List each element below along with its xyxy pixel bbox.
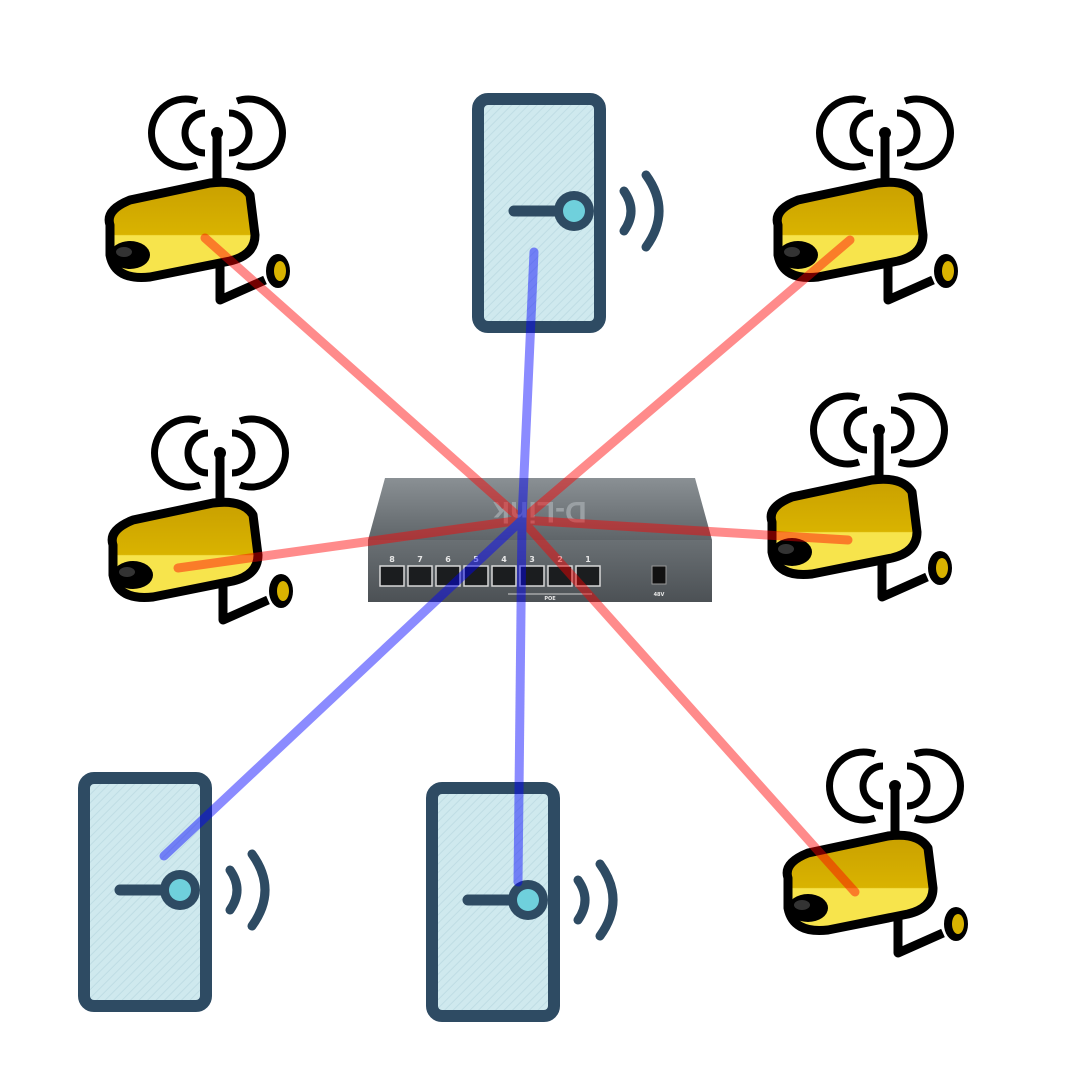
link-camera-5 [517,515,860,897]
camera-3 [112,419,293,620]
power-jack [651,565,667,585]
camera-1 [109,99,290,300]
link-camera-3 [173,515,527,573]
port-label-2: 2 [557,555,563,564]
link-access-point-3 [513,515,527,887]
camera-2 [777,99,958,300]
port-7 [407,565,433,587]
link-camera-1 [200,233,527,525]
network-switch: D-Link 8 7 6 5 4 3 2 1 POE 48V [368,478,712,602]
switch-top [368,478,712,540]
camera-1-icon [109,99,290,300]
connection-links [159,233,860,897]
port-label-3: 3 [529,555,535,564]
link-camera-4 [517,515,853,545]
camera-2-icon [777,99,958,300]
link-camera-2 [517,235,855,525]
port-labels: 8 7 6 5 4 3 2 1 [389,555,591,564]
power-label: 48V [654,592,665,598]
link-access-point-1 [517,247,539,525]
port-label-7: 7 [417,555,423,564]
port-label-1: 1 [585,555,591,564]
ports [379,565,601,587]
access-point-2-icon [84,778,265,1006]
poe-label: POE [544,596,556,602]
port-label-8: 8 [389,555,395,564]
switch-brand: D-Link [493,495,587,528]
port-label-4: 4 [501,555,507,564]
port-3 [519,565,545,587]
access-point-1-icon [478,99,659,327]
port-5 [463,565,489,587]
camera-3-icon [112,419,293,620]
port-2 [547,565,573,587]
port-6 [435,565,461,587]
link-access-point-2 [159,515,527,861]
port-4 [491,565,517,587]
port-label-5: 5 [473,555,479,564]
port-8 [379,565,405,587]
access-point-1 [478,99,659,327]
camera-4 [771,396,952,597]
camera-4-icon [771,396,952,597]
access-point-2 [84,778,265,1006]
port-1 [575,565,601,587]
port-label-6: 6 [445,555,451,564]
